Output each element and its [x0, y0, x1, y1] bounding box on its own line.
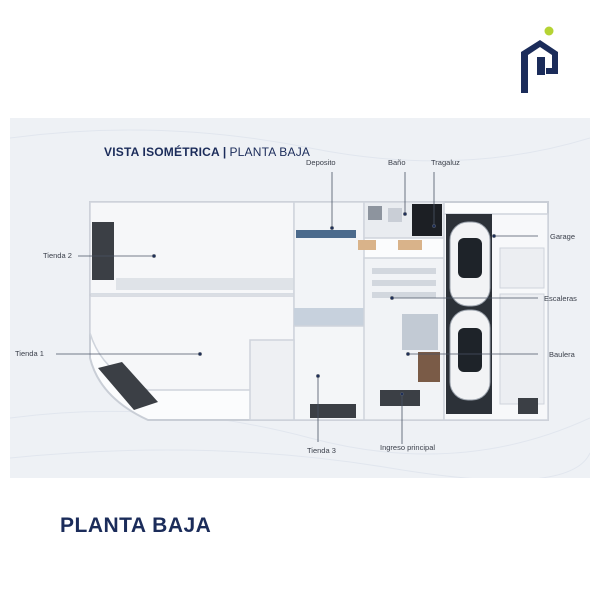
label-baulera: Baulera: [549, 350, 575, 359]
footer-title: PLANTA BAJA: [60, 514, 212, 537]
label-tienda2: Tienda 2: [43, 251, 72, 260]
isometric-floor-plan: [10, 129, 590, 478]
label-tienda1: Tienda 1: [15, 349, 44, 358]
label-escaleras: Escaleras: [544, 294, 577, 303]
label-deposito: Deposito: [306, 158, 336, 167]
label-ingreso-principal: Ingreso principal: [380, 443, 436, 452]
label-tragaluz: Tragaluz: [431, 158, 460, 167]
label-tienda3: Tienda 3: [307, 446, 336, 455]
plan-heading-separator: |: [222, 145, 227, 159]
plan-heading: VISTA ISOMÉTRICA|PLANTA BAJA: [104, 145, 310, 159]
label-garage: Garage: [550, 232, 576, 241]
brand-logo-icon: [521, 26, 558, 93]
label-bano: Baño: [388, 158, 406, 167]
floor-plan-panel: [10, 118, 590, 478]
plan-heading-light: PLANTA BAJA: [229, 145, 311, 159]
plan-heading-bold: VISTA ISOMÉTRICA: [104, 145, 220, 159]
